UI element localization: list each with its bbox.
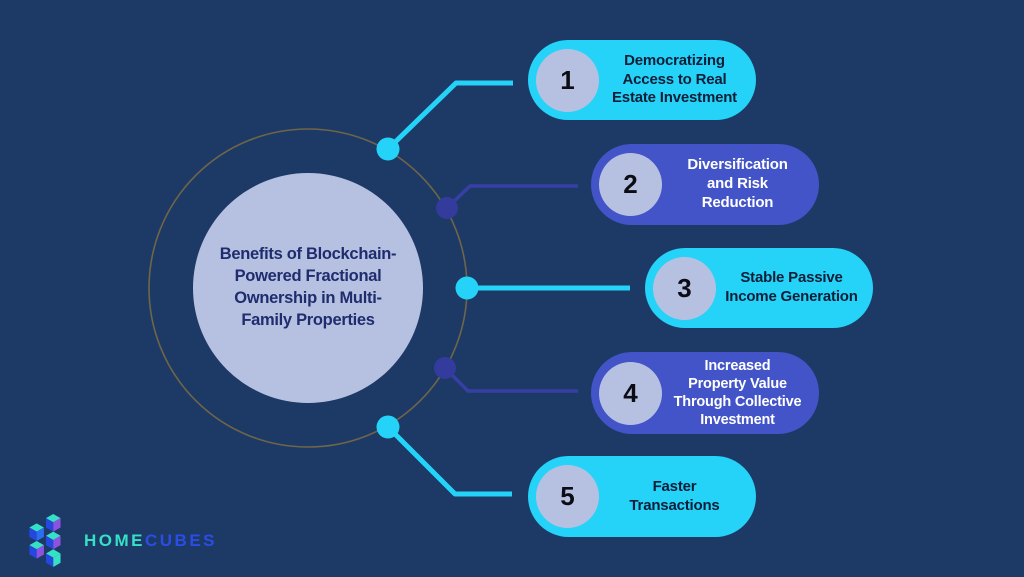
benefit-label: Stable Passive Income Generation: [725, 269, 858, 305]
benefit-label: Democratizing Access to Real Estate Inve…: [612, 51, 737, 107]
title-line: Family Properties: [241, 310, 375, 329]
iso-cube: [46, 531, 61, 550]
connector-line-2: [445, 184, 578, 210]
central-topic-circle: Benefits of Blockchain- Powered Fraction…: [193, 173, 423, 403]
orbit-dot-3: [455, 276, 479, 300]
benefit-number-badge: 3: [653, 256, 716, 320]
benefit-pill-2: 2 Diversification and Risk Reduction: [591, 144, 819, 225]
benefit-number-badge: 5: [536, 465, 599, 528]
benefit-number: 1: [560, 64, 575, 95]
benefit-number: 2: [623, 169, 638, 199]
benefit-number-badge: 4: [599, 361, 662, 425]
benefit-number-badge: 2: [599, 153, 662, 216]
iso-cube: [46, 514, 61, 532]
benefit-pill-3: 3 Stable Passive Income Generation: [645, 248, 873, 328]
connector-line-5: [386, 425, 512, 497]
brand-word-home: HOME: [84, 531, 145, 550]
benefit-number: 4: [623, 377, 638, 408]
benefit-pill-1: 1 Democratizing Access to Real Estate In…: [528, 40, 756, 120]
orbit-dot-5: [376, 415, 400, 439]
benefit-number: 3: [677, 272, 692, 303]
title-line: Benefits of Blockchain-: [219, 245, 397, 264]
benefit-label: Increased Property Value Through Collect…: [673, 357, 802, 429]
orbit-dot-1: [376, 137, 400, 161]
brand-wordmark: HOMECUBES: [84, 531, 217, 551]
benefit-label: Diversification and Risk Reduction: [687, 156, 788, 211]
iso-cube: [46, 549, 61, 567]
brand-word-cubes: CUBES: [145, 531, 218, 550]
orbit-dot-2: [436, 197, 458, 219]
iso-cube: [29, 541, 44, 559]
homecubes-logo-icon: [29, 514, 61, 567]
title-line: Ownership in Multi-: [234, 289, 382, 307]
connector-line-1: [386, 80, 513, 151]
connector-line-4: [443, 366, 578, 393]
orbit-dot-4: [434, 357, 456, 379]
benefit-number-badge: 1: [536, 48, 599, 112]
benefit-pill-4: 4 Increased Property Value Through Colle…: [591, 352, 819, 434]
benefit-label: Faster Transactions: [629, 477, 720, 514]
benefit-pill-5: 5 Faster Transactions: [528, 456, 756, 537]
title-line: Powered Fractional: [234, 267, 382, 286]
iso-cube: [29, 523, 44, 541]
brand-logo: HOMECUBES: [20, 513, 217, 569]
page-title: Benefits of Blockchain- Powered Fraction…: [219, 244, 397, 331]
benefit-number: 5: [560, 481, 575, 511]
